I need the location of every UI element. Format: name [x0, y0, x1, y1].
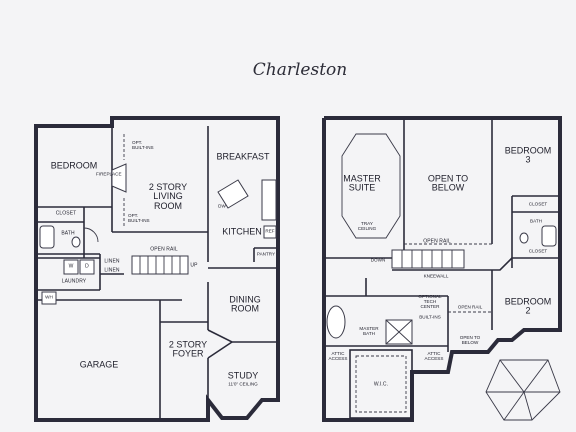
label-attic-access-right: ATTIC ACCESS — [424, 351, 444, 361]
roof-ridge — [503, 391, 525, 421]
label-bedroom: BEDROOM — [50, 160, 98, 171]
refrigerator — [263, 225, 277, 239]
label-washer: W — [68, 263, 74, 270]
label-closet-upper: CLOSET — [528, 201, 548, 207]
label-bedroom-bath: BATH — [530, 218, 542, 224]
label-pantry: PANTRY — [256, 251, 276, 257]
label-bedroom2: BEDROOM 2 — [504, 296, 552, 316]
label-wh: WH — [45, 294, 53, 300]
roof-ridge — [499, 359, 525, 393]
label-down: DOWN — [370, 257, 386, 263]
label-opt-built-ins-lower: OPT. BUILT-INS — [128, 213, 150, 223]
label-closet: CLOSET — [55, 210, 77, 217]
study-north-angle — [207, 341, 233, 359]
shower-cross — [385, 319, 413, 345]
label-bedroom3: BEDROOM 3 — [504, 145, 552, 165]
label-dining-room: DINING ROOM — [229, 294, 261, 314]
label-open-rail-upper: OPEN RAIL — [423, 238, 451, 245]
dining-south-wall — [207, 329, 278, 343]
label-foyer: 2 STORY FOYER — [168, 339, 208, 359]
label-built-ins: BUILT-INS — [419, 314, 441, 320]
first-floor-plan — [34, 116, 280, 422]
label-kneewall: KNEEWALL — [423, 273, 449, 279]
label-bath: BATH — [61, 230, 75, 237]
label-master-bath: MASTER BATH — [359, 326, 379, 336]
label-fireplace: FIREPLACE — [96, 171, 122, 177]
second-floor-exterior-wall — [322, 116, 562, 422]
label-closet-lower: CLOSET — [528, 248, 548, 254]
kitchen-island — [217, 179, 249, 209]
label-up: UP — [190, 262, 198, 269]
roof-ridge — [523, 391, 533, 421]
toilet — [71, 236, 81, 248]
label-linen-lower: LINEN — [104, 267, 120, 274]
label-dw: DW — [218, 203, 226, 209]
main-staircase — [131, 255, 189, 275]
bedroom-bath-tub — [541, 225, 557, 247]
label-ref: REF — [265, 228, 275, 234]
label-tray-ceiling: TRAY CEILING — [357, 221, 377, 231]
label-breakfast: BREAKFAST — [216, 151, 270, 162]
label-study-ceiling: 11'0" CEILING — [228, 381, 258, 387]
walk-in-closet-shelving — [355, 355, 407, 413]
kitchen-counter — [261, 179, 277, 221]
label-laundry: LAUNDRY — [61, 278, 87, 285]
master-bath-tub — [326, 305, 346, 339]
bedroom-bath-toilet — [519, 232, 529, 244]
label-master-suite: MASTER SUITE — [343, 173, 381, 193]
label-open-rail-lower: OPEN RAIL — [457, 304, 483, 310]
washer — [63, 259, 79, 275]
label-tech-center: OPTIONAL TECH CENTER — [418, 293, 442, 309]
bedroom2-north-wall — [480, 257, 513, 271]
label-opt-built-ins-upper: OPT. BUILT-INS — [132, 140, 154, 150]
bathtub — [39, 225, 55, 249]
bath-door-swing — [83, 227, 99, 243]
label-wic: W.I.C. — [373, 381, 389, 388]
plan-title: Charleston — [252, 60, 348, 80]
fireplace-box — [111, 163, 127, 193]
second-floor-plan — [322, 116, 562, 422]
label-study: STUDY — [227, 370, 259, 381]
roof-ridge — [523, 359, 549, 393]
label-garage: GARAGE — [79, 359, 119, 370]
label-dryer: D — [85, 263, 89, 270]
label-linen-upper: LINEN — [104, 258, 120, 265]
label-kitchen: KITCHEN — [222, 226, 262, 237]
label-open-rail: OPEN RAIL — [150, 246, 178, 253]
tray-ceiling-outline — [341, 133, 401, 239]
label-living-room: 2 STORY LIVING ROOM — [148, 181, 188, 211]
label-attic-access-left: ATTIC ACCESS — [328, 351, 348, 361]
dryer — [79, 259, 95, 275]
label-open-to-below-main: OPEN TO BELOW — [427, 173, 469, 193]
upper-staircase — [391, 249, 465, 269]
water-heater — [41, 291, 57, 305]
label-open-to-below-small: OPEN TO BELOW — [459, 335, 481, 345]
walk-in-closet-outline — [349, 349, 413, 419]
